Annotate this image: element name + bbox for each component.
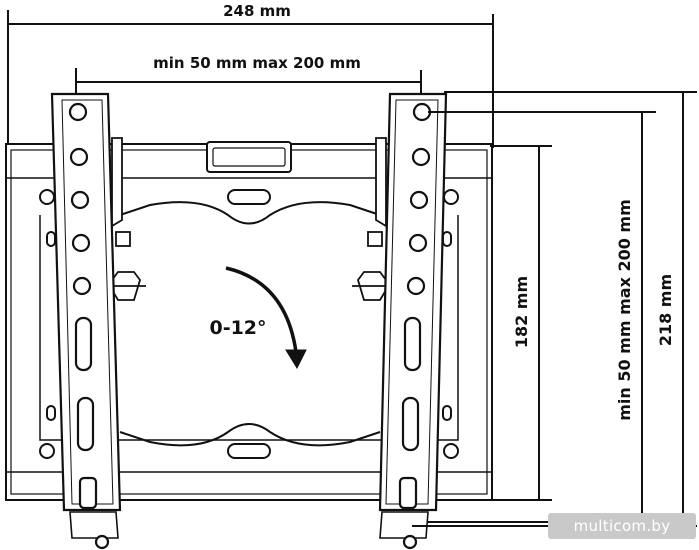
right-hinge [352, 137, 392, 301]
label-height-plate: 182 mm [512, 276, 531, 348]
right-strap [378, 92, 448, 550]
dimension-hole-spacing-horizontal [75, 68, 422, 112]
label-tilt-angle: 0-12° [209, 317, 266, 339]
watermark: multicom.by [548, 513, 696, 539]
left-strap [50, 92, 122, 550]
plate-cutout-bottom [119, 423, 381, 447]
label-total-width: 248 mm [223, 2, 291, 20]
dimension-total-width [7, 10, 494, 152]
plate-cutout-top [119, 201, 381, 225]
tilt-arrow-head-icon [285, 349, 307, 370]
label-height-total: 218 mm [656, 274, 675, 346]
label-hole-spacing-horizontal: min 50 mm max 200 mm [153, 54, 361, 72]
label-hole-spacing-vertical: min 50 mm max 200 mm [615, 199, 634, 421]
tilt-arrow [225, 266, 298, 353]
